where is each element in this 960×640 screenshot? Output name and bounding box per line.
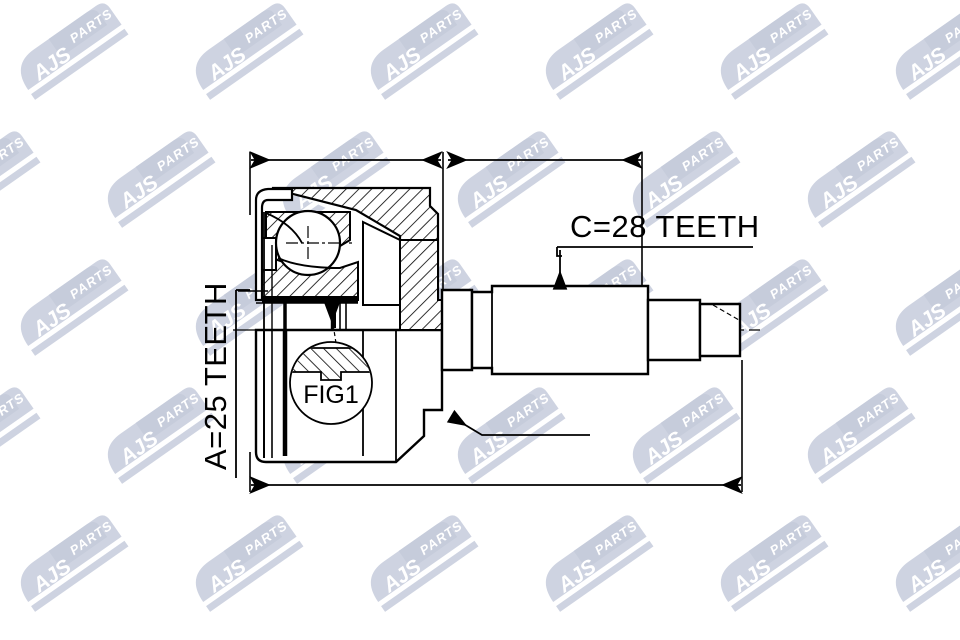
label-outer-teeth: C=28 TEETH [570, 209, 760, 244]
shaft-boss [440, 288, 474, 372]
shaft-tip [698, 302, 742, 358]
boot-leader-group [446, 409, 590, 436]
output-shaft [440, 284, 742, 376]
label-outer-teeth-group: C=28 TEETH [552, 209, 760, 290]
dimension-bottom-group [249, 360, 743, 494]
joint-housing [254, 186, 444, 464]
fig1-label: FIG1 [303, 381, 359, 409]
housing-right-wedge [399, 239, 443, 331]
leader-boot [446, 409, 590, 436]
shaft-spline-body [470, 284, 650, 376]
spline-tooth-profile [291, 347, 371, 381]
label-inner-teeth: A=25 TEETH [198, 282, 233, 470]
shaft-neck [646, 298, 702, 362]
seal-band [262, 296, 358, 303]
